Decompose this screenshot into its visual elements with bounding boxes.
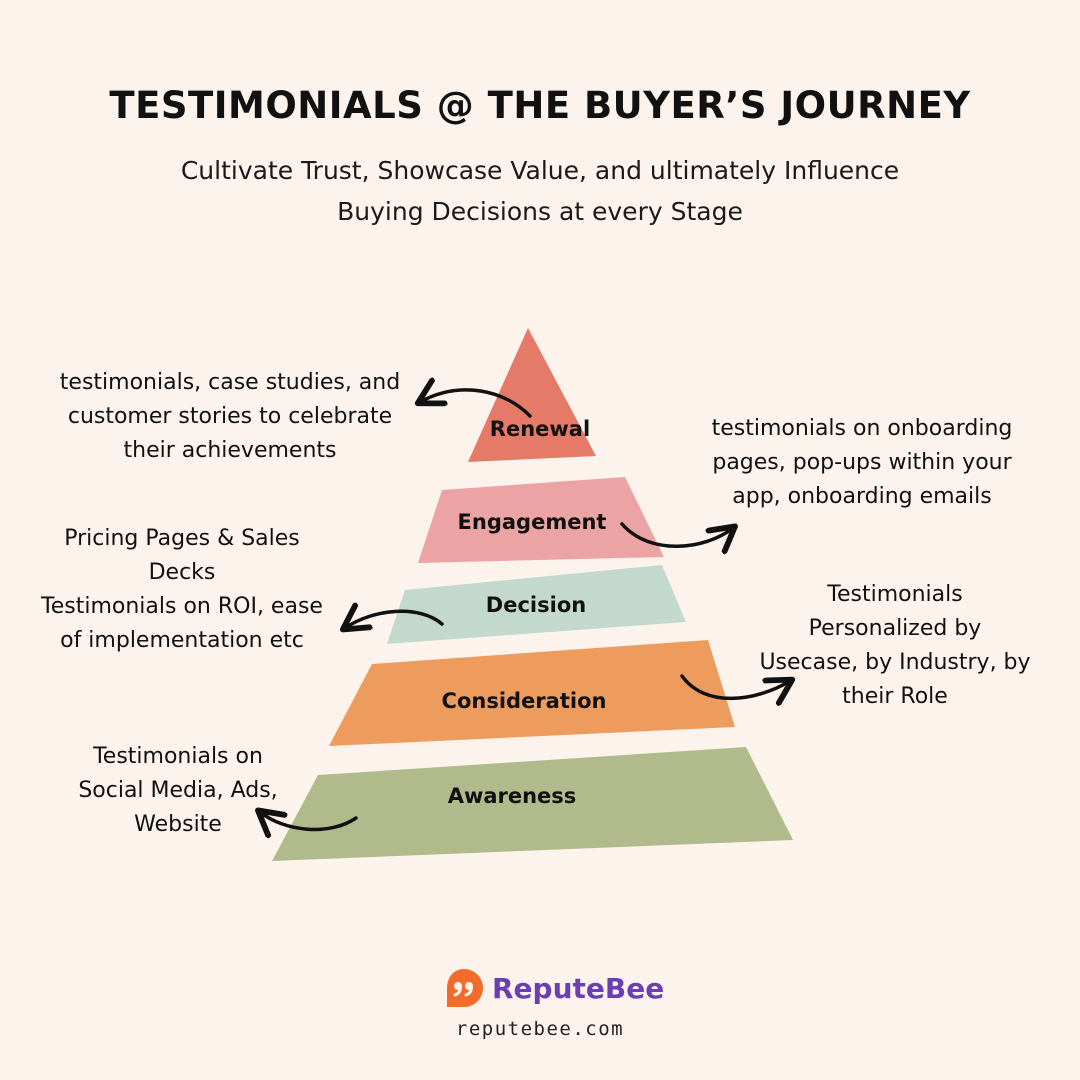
quote-bubble-icon xyxy=(447,969,483,1007)
note-line: customer stories to celebrate xyxy=(67,404,393,429)
arrow-decision xyxy=(345,611,444,628)
note-line: Decks xyxy=(148,560,216,585)
note-line: Website xyxy=(134,812,222,837)
page-subtitle: Cultivate Trust, Showcase Value, and ult… xyxy=(0,150,1080,232)
brand-name: ReputeBee xyxy=(492,971,665,1005)
subtitle-line-2: Buying Decisions at every Stage xyxy=(337,197,743,226)
note-awareness: Testimonials on Social Media, Ads, Websi… xyxy=(48,740,308,842)
stage-label-engagement: Engagement xyxy=(458,510,607,534)
note-line: testimonials, case studies, and xyxy=(59,370,401,395)
tier-renewal xyxy=(468,328,596,462)
tier-decision xyxy=(387,565,686,644)
tier-engagement xyxy=(418,477,664,563)
note-line: Social Media, Ads, xyxy=(78,778,278,803)
note-line: of implementation etc xyxy=(60,628,304,653)
subtitle-line-1: Cultivate Trust, Showcase Value, and ult… xyxy=(180,156,900,185)
note-renewal: testimonials, case studies, and customer… xyxy=(20,366,440,468)
note-decision: Pricing Pages & Sales Decks Testimonials… xyxy=(12,522,352,658)
stage-label-consideration: Consideration xyxy=(442,689,607,713)
note-line: Testimonials on xyxy=(93,744,263,769)
note-line: Testimonials xyxy=(827,582,963,607)
brand-url[interactable]: reputebee.com xyxy=(455,1018,625,1040)
brand: ReputeBee xyxy=(442,964,664,1012)
note-line: Pricing Pages & Sales xyxy=(64,526,300,551)
note-consideration: Testimonials Personalized by Usecase, by… xyxy=(730,578,1060,714)
arrow-engagement xyxy=(620,522,733,546)
note-line: Testimonials on ROI, ease xyxy=(41,594,323,619)
stage-label-renewal: Renewal xyxy=(490,417,590,441)
note-line: Personalized by xyxy=(808,616,982,641)
note-engagement: testimonials on onboarding pages, pop-up… xyxy=(672,412,1052,514)
stage-label-awareness: Awareness xyxy=(448,784,577,808)
note-line: their Role xyxy=(842,684,948,709)
page-title: TESTIMONIALS @ THE BUYER’S JOURNEY xyxy=(109,84,971,127)
note-line: their achievements xyxy=(123,438,337,463)
stage-label-decision: Decision xyxy=(486,593,586,617)
note-line: app, onboarding emails xyxy=(732,484,992,509)
note-line: Usecase, by Industry, by xyxy=(759,650,1031,675)
note-line: testimonials on onboarding xyxy=(711,416,1013,441)
arrow-renewal xyxy=(420,390,532,418)
tier-awareness xyxy=(272,747,793,861)
note-line: pages, pop-ups within your xyxy=(712,450,1012,475)
arrow-awareness xyxy=(260,812,358,829)
tier-consideration xyxy=(329,640,735,746)
arrow-consideration xyxy=(680,674,790,698)
